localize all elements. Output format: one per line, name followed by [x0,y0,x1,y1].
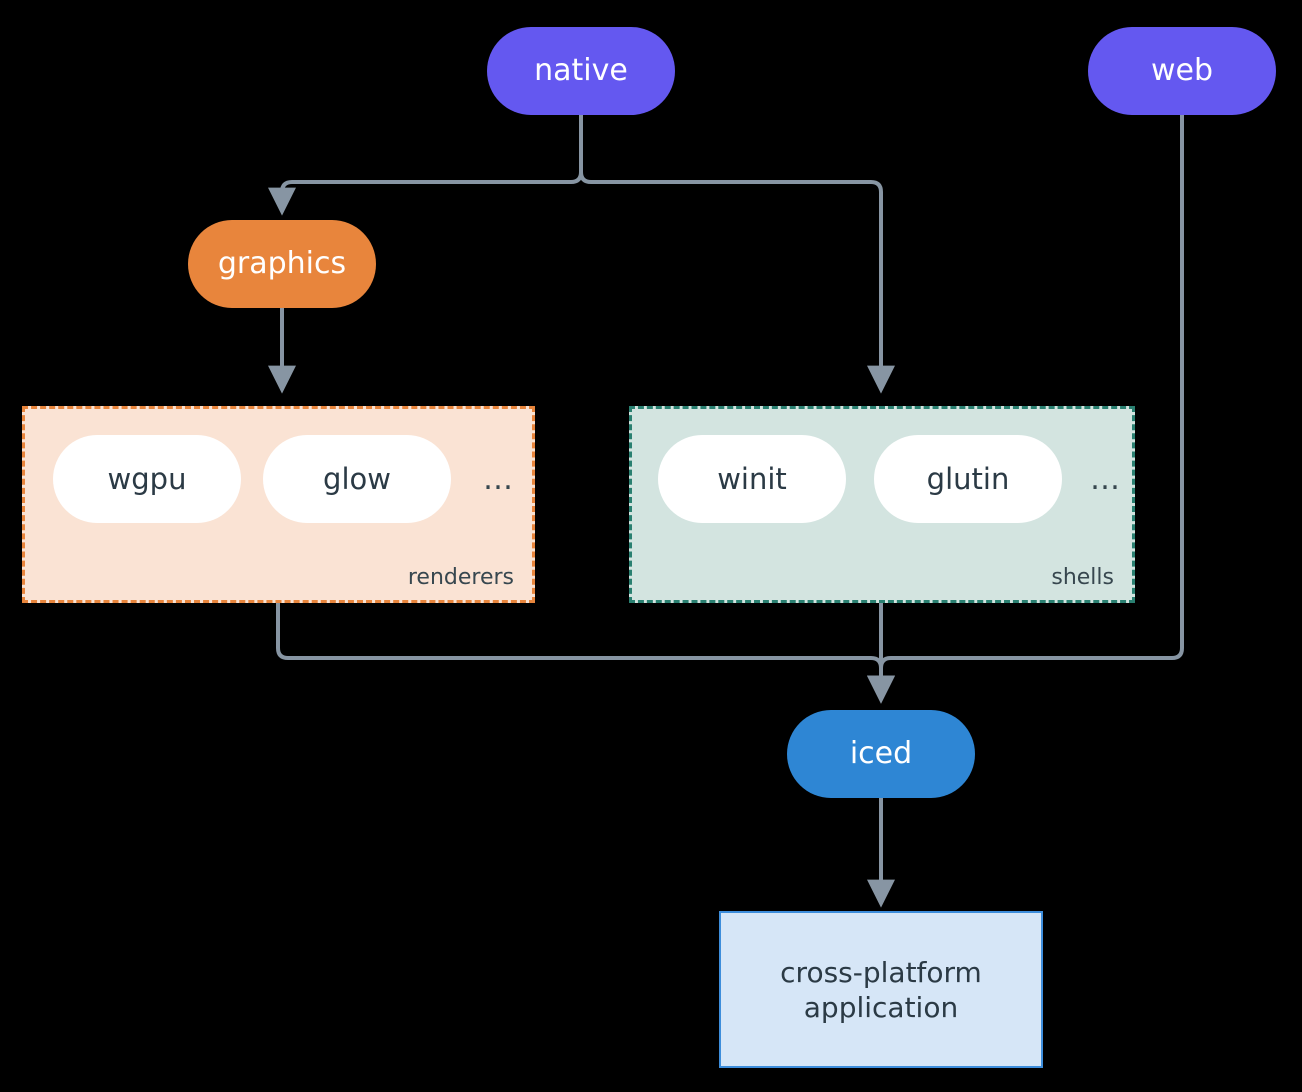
edge-web-to-iced [867,115,1184,704]
node-iced[interactable]: iced [787,710,975,798]
leaf-wgpu-label: wgpu [107,462,187,496]
node-native[interactable]: native [487,27,675,115]
leaf-glow[interactable]: glow [263,435,451,523]
edge-native-to-shells [579,115,895,394]
node-cross-platform-application[interactable]: cross-platform application [719,911,1043,1068]
application-label-line2: application [803,990,959,1024]
application-label-line1: cross-platform [780,955,982,989]
shells-overflow-ellipsis: … [1090,461,1120,497]
group-renderers: wgpu glow … renderers [22,406,535,603]
node-web-label: web [1150,53,1214,89]
group-shells-label: shells [1051,565,1114,590]
node-web[interactable]: web [1088,27,1276,115]
leaf-glutin[interactable]: glutin [874,435,1062,523]
leaf-winit[interactable]: winit [658,435,846,523]
group-renderers-label: renderers [407,565,514,590]
group-shells: winit glutin … shells [629,406,1135,603]
edge-native-to-graphics [268,115,583,216]
leaf-winit-label: winit [717,462,787,496]
leaf-glow-label: glow [323,462,391,496]
node-graphics-label: graphics [217,246,347,282]
renderers-overflow-ellipsis: … [483,461,513,497]
edge-renderers-to-iced [276,603,895,704]
leaf-wgpu[interactable]: wgpu [53,435,241,523]
node-graphics[interactable]: graphics [188,220,376,308]
node-iced-label: iced [849,736,913,772]
node-native-label: native [534,53,628,89]
leaf-glutin-label: glutin [926,462,1010,496]
